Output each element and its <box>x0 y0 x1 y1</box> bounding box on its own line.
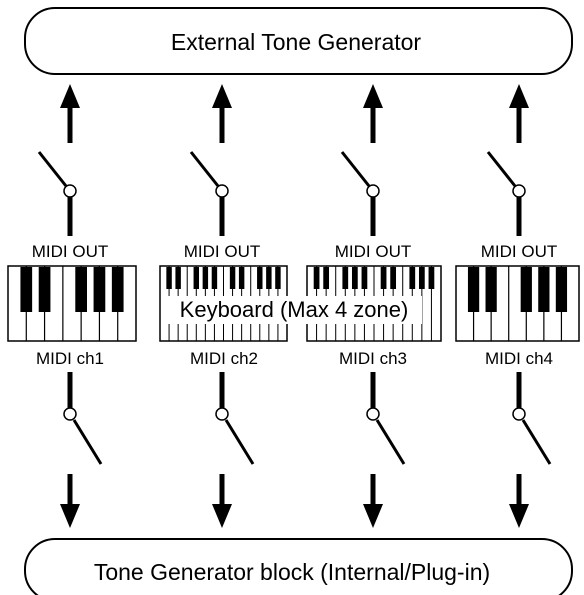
midi-channel-label: MIDI ch4 <box>485 349 553 368</box>
midi-channel-label: MIDI ch3 <box>339 349 407 368</box>
external-tone-generator-label: External Tone Generator <box>171 29 422 55</box>
black-key <box>467 267 480 312</box>
up-arrow-icon <box>212 84 232 108</box>
black-key <box>20 267 33 312</box>
black-key <box>555 267 568 312</box>
up-arrow-icon <box>509 84 529 108</box>
black-key <box>275 267 281 289</box>
up-arrow-icon <box>60 84 80 108</box>
black-key <box>38 267 51 312</box>
black-key <box>193 267 200 289</box>
midi-out-label: MIDI OUT <box>335 242 412 261</box>
lower-switch-lever <box>375 419 406 465</box>
down-arrow-icon <box>509 504 529 528</box>
upper-switch-lever <box>37 151 68 187</box>
black-key <box>361 267 368 289</box>
down-arrow-icon <box>212 504 232 528</box>
black-key <box>211 267 218 289</box>
tone-generator-block-box <box>24 538 573 595</box>
black-key <box>266 267 272 289</box>
midi-out-label: MIDI OUT <box>481 242 558 261</box>
black-key <box>111 267 124 312</box>
up-arrow-icon <box>363 84 383 108</box>
lower-switch-lever <box>224 419 255 465</box>
black-key <box>323 267 330 289</box>
keyboard-label-backdrop <box>166 296 422 324</box>
external-tone-generator-box <box>24 7 573 75</box>
black-key <box>428 267 435 289</box>
black-key <box>538 267 550 312</box>
black-key <box>390 267 397 289</box>
keyboard-label: Keyboard (Max 4 zone) <box>180 297 409 322</box>
midi-out-label: MIDI OUT <box>32 242 109 261</box>
black-key <box>238 267 245 289</box>
black-key <box>342 267 349 289</box>
black-key <box>409 267 416 289</box>
midi-channel-label: MIDI ch2 <box>190 349 258 368</box>
midi-out-label: MIDI OUT <box>184 242 261 261</box>
tone-generator-block-label: Tone Generator block (Internal/Plug-in) <box>94 559 490 585</box>
upper-switch-lever <box>486 151 517 187</box>
black-key <box>175 267 181 289</box>
upper-switch-pivot <box>215 184 229 198</box>
black-key <box>485 267 497 312</box>
black-key <box>313 267 320 289</box>
zone-4: MIDI OUT MIDI ch4 <box>455 84 580 528</box>
black-key <box>418 267 425 289</box>
black-key <box>166 267 172 289</box>
lower-switch-lever <box>72 419 103 465</box>
keyboard-zone-1 <box>7 265 137 342</box>
black-key <box>202 267 209 289</box>
black-key <box>520 267 532 312</box>
down-arrow-icon <box>363 504 383 528</box>
black-key <box>380 267 387 289</box>
black-key <box>257 267 263 289</box>
keyboard-zone-4 <box>455 265 580 342</box>
upper-switch-lever <box>189 151 220 187</box>
black-key <box>351 267 358 289</box>
lower-switch-pivot <box>63 407 77 421</box>
upper-switch-pivot <box>366 184 380 198</box>
black-key <box>93 267 106 312</box>
black-key <box>229 267 236 289</box>
down-arrow-icon <box>60 504 80 528</box>
lower-switch-lever <box>521 419 552 465</box>
upper-switch-pivot <box>63 184 77 198</box>
black-key <box>75 267 87 312</box>
lower-switch-pivot <box>512 407 526 421</box>
lower-switch-pivot <box>215 407 229 421</box>
zone-1: MIDI OUT MIDI ch1 <box>7 84 137 528</box>
lower-switch-pivot <box>366 407 380 421</box>
upper-switch-pivot <box>512 184 526 198</box>
upper-switch-lever <box>340 151 371 187</box>
midi-channel-label: MIDI ch1 <box>36 349 104 368</box>
